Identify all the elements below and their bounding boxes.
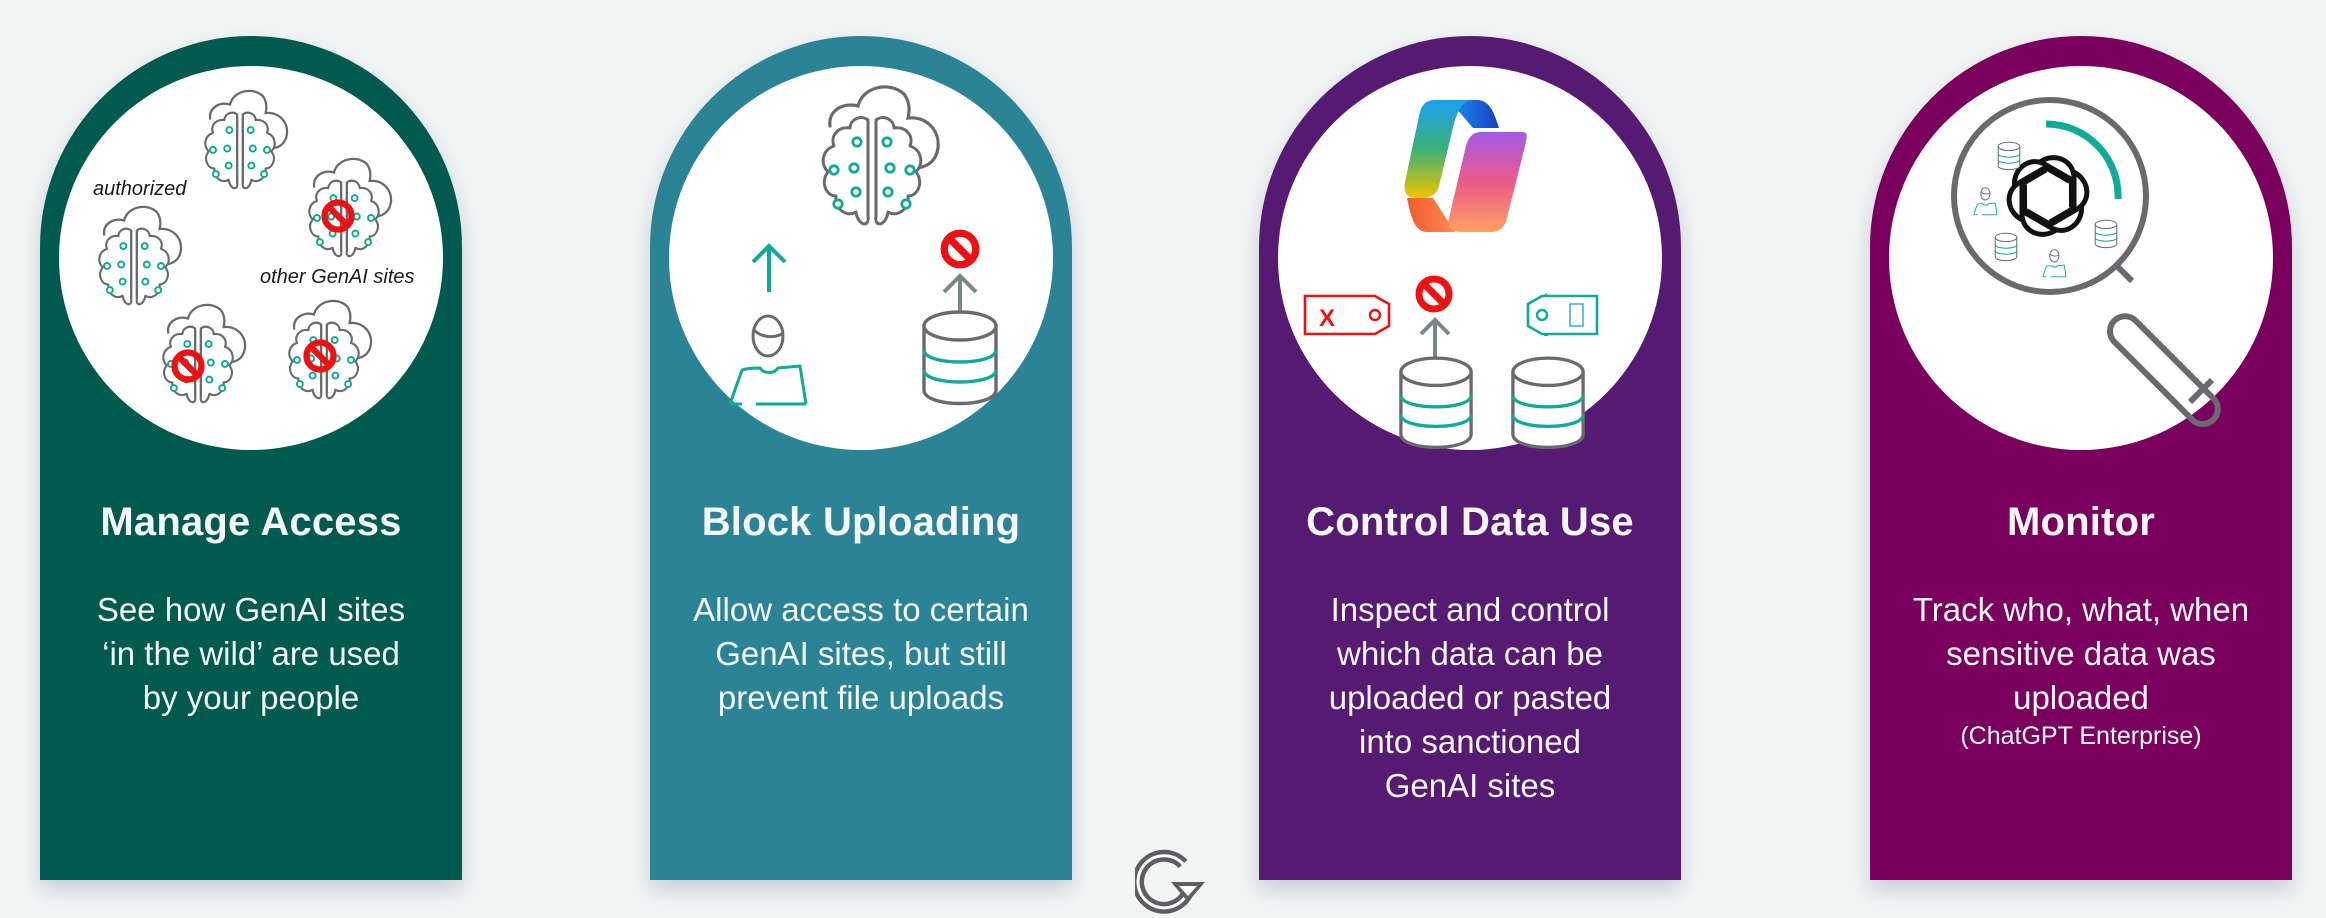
card-description: Allow access to certain GenAI sites, but… xyxy=(693,591,1029,716)
database-icon xyxy=(1399,356,1473,450)
card-title: Monitor xyxy=(2006,500,2156,544)
upload-arrow-icon xyxy=(751,243,787,292)
card-title: Block Uploading xyxy=(701,500,1021,544)
card-description: See how GenAI sites ‘in the wild’ are us… xyxy=(96,591,406,716)
database-icon xyxy=(1511,356,1585,450)
svg-text:X: X xyxy=(1319,305,1335,332)
monitor-illustration xyxy=(1889,66,2273,450)
control-data-use-illustration: X xyxy=(1278,66,1662,450)
database-icon xyxy=(922,310,998,406)
card-description: Track who, what, when sensitive data was… xyxy=(1884,588,2278,752)
allowed-tag-icon xyxy=(1526,294,1599,336)
copilot-logo-icon xyxy=(1404,100,1527,232)
card-monitor: Monitor Track who, what, when sensitive … xyxy=(1870,36,2292,880)
database-icon xyxy=(1997,141,2021,171)
card-title: Control Data Use xyxy=(1306,500,1634,544)
card-title: Manage Access xyxy=(100,500,402,544)
other-genai-sites-label: other GenAI sites xyxy=(260,266,415,288)
database-icon xyxy=(2094,219,2118,249)
cycle-arrow-icon[interactable] xyxy=(1135,848,1217,918)
block-uploading-illustration xyxy=(669,66,1053,450)
card-manage-access: authorized other GenAI sites Manage Acce… xyxy=(40,36,462,880)
card-description: Inspect and control which data can be up… xyxy=(1328,591,1612,804)
card-block-uploading: Block Uploading Allow access to certain … xyxy=(650,36,1072,880)
blocked-tag-icon: X xyxy=(1303,294,1391,336)
card-control-data-use: X Control Data Use Inspect and control w… xyxy=(1259,36,1681,880)
manage-access-illustration: authorized other GenAI sites xyxy=(59,66,443,450)
chatgpt-logo-icon xyxy=(2006,155,2090,237)
database-icon xyxy=(1994,232,2018,262)
card-note: (ChatGPT Enterprise) xyxy=(1960,722,2202,750)
upload-arrow-icon xyxy=(1419,317,1451,358)
authorized-label: authorized xyxy=(93,178,187,200)
